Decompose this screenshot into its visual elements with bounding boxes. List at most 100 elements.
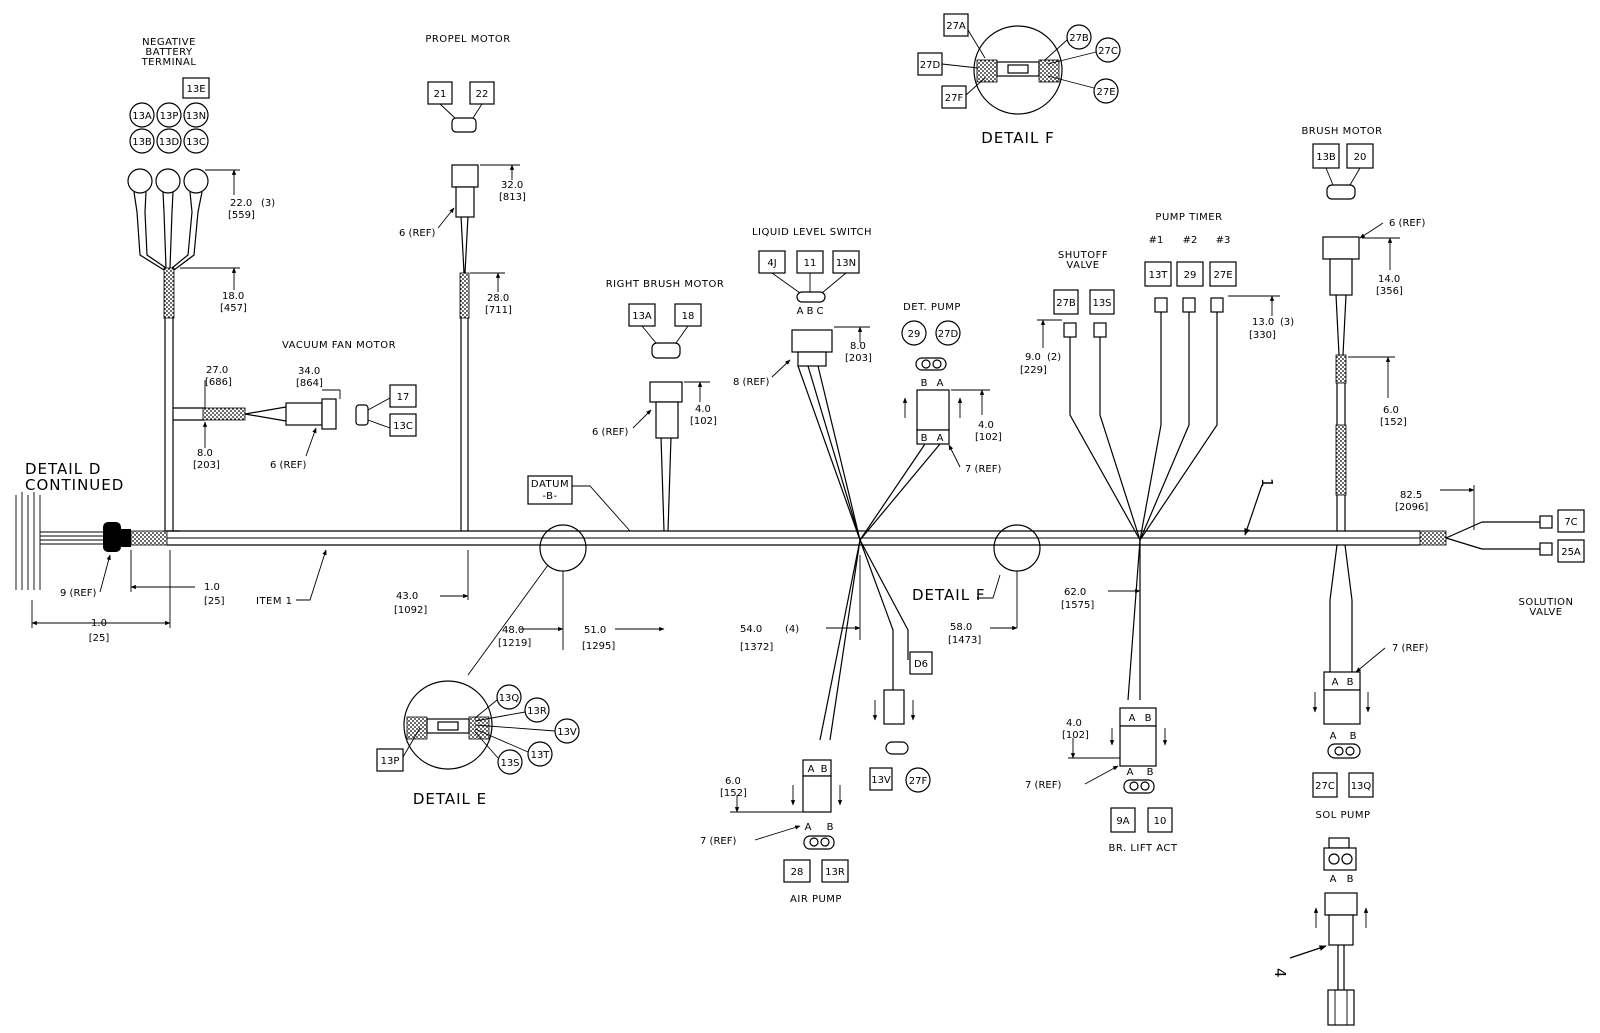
dim-62: 62.0 [1064, 587, 1086, 598]
tag-11: 11 [804, 258, 817, 269]
dim-14: 14.0 [1378, 274, 1400, 285]
timer-2-label: #2 [1183, 235, 1198, 246]
tag-13R: 13R [527, 706, 547, 717]
tag-13C: 13C [186, 137, 206, 148]
tag-13T-e: 13T [531, 750, 551, 761]
pump-timer-label: PUMP TIMER [1155, 212, 1222, 223]
detail-f-label-top: DETAIL F [981, 129, 1054, 147]
pin-b-ap: B [821, 764, 828, 775]
tag-9A: 9A [1116, 816, 1129, 827]
dim-8-mm: [203] [193, 460, 220, 471]
dim-1b: 1.0 [91, 618, 107, 629]
pointer-4-label: 4 [1271, 968, 1289, 979]
dim-1a: 1.0 [204, 582, 220, 593]
pin-a-bl: A [1129, 713, 1136, 724]
pin-a-sp3: A [1330, 874, 1337, 885]
dim-13-note: (3) [1280, 317, 1294, 328]
main-trunk [15, 492, 1585, 590]
dim-82-mm: [2096] [1395, 502, 1428, 513]
dim-22-mm: [559] [228, 210, 255, 221]
dim-28: 28.0 [487, 293, 509, 304]
pin-a-ap2: A [805, 822, 812, 833]
tag-27F: 27F [945, 93, 964, 104]
detail-e-label: DETAIL E [413, 790, 487, 808]
det-pump-label: DET. PUMP [903, 302, 961, 313]
pin-a-bl2: A [1127, 767, 1134, 778]
tag-13T: 13T [1149, 270, 1169, 281]
brush-motor-branch [1312, 143, 1374, 531]
tag-27A: 27A [946, 21, 966, 32]
sol-pump-branch [1312, 544, 1374, 1026]
dim-28-mm: [711] [485, 305, 512, 316]
pin-b-sp3: B [1347, 874, 1354, 885]
d6-connector [883, 689, 905, 725]
neg-battery-label-2: BATTERY [145, 47, 193, 58]
tag-21: 21 [434, 89, 447, 100]
neg-battery-label-1: NEGATIVE [142, 37, 196, 48]
liquid-level-switch-branch [758, 250, 861, 541]
pin-b-ll: B [807, 306, 814, 317]
dim-51: 51.0 [584, 625, 606, 636]
tag-13N: 13N [186, 111, 206, 122]
timer-1-label: #1 [1149, 235, 1164, 246]
tag-18: 18 [682, 311, 695, 322]
tag-13B-bm: 13B [1316, 152, 1336, 163]
tag-13A: 13A [132, 111, 152, 122]
dim-54-mm: [1372] [740, 642, 773, 653]
tag-4J: 4J [767, 258, 776, 269]
tag-13N-ll: 13N [836, 258, 856, 269]
datum-label-1: DATUM [531, 479, 569, 490]
dim-4-bl-mm: [102] [1062, 730, 1089, 741]
dim-6-ref-bm: 6 (REF) [1389, 218, 1425, 229]
pin-a-dp: A [937, 378, 944, 389]
tag-13P-e: 13P [381, 756, 400, 767]
dim-7-ref-bl: 7 (REF) [1025, 780, 1061, 791]
solution-valve-label-1: SOLUTION [1518, 597, 1573, 608]
tag-27D: 27D [938, 329, 959, 340]
dim-62-mm: [1575] [1061, 600, 1094, 611]
tag-7C: 7C [1564, 517, 1577, 528]
tag-27B: 27B [1056, 298, 1076, 309]
br-lift-act-label: BR. LIFT ACT [1109, 843, 1178, 854]
dim-9-note: (2) [1047, 352, 1061, 363]
dim-4-rb: 4.0 [695, 404, 711, 415]
propel-motor-label: PROPEL MOTOR [425, 34, 510, 45]
item-1-label: ITEM 1 [256, 596, 293, 607]
dim-43-mm: [1092] [394, 605, 427, 616]
dim-32: 32.0 [501, 180, 523, 191]
dim-9: 9.0 [1025, 352, 1041, 363]
dim-82: 82.5 [1400, 490, 1422, 501]
shutoff-valve-label-2: VALVE [1066, 260, 1099, 271]
tag-13Q: 13Q [499, 693, 520, 704]
tag-22: 22 [476, 89, 489, 100]
pin-a-ll: A [797, 306, 804, 317]
dim-32-mm: [813] [499, 192, 526, 203]
dim-54: 54.0 [740, 624, 762, 635]
pin-b-sp2: B [1350, 731, 1357, 742]
air-pump-label: AIR PUMP [790, 894, 842, 905]
sol-pump-label: SOL PUMP [1316, 810, 1371, 821]
solution-valve-label-2: VALVE [1529, 607, 1562, 618]
pin-a-dp2: A [937, 433, 944, 444]
dim-13: 13.0 [1252, 317, 1274, 328]
dim-6-ref-rb: 6 (REF) [592, 427, 628, 438]
timer-3-label: #3 [1216, 235, 1231, 246]
tag-10: 10 [1154, 816, 1167, 827]
dim-8-ll-mm: [203] [845, 353, 872, 364]
tag-13V: 13V [557, 727, 577, 738]
dim-22-note: (3) [261, 198, 275, 209]
dim-8-ll: 8.0 [850, 341, 866, 352]
tag-13S: 13S [1092, 298, 1111, 309]
negative-battery-terminal [127, 77, 210, 532]
brush-motor-label: BRUSH MOTOR [1301, 126, 1382, 137]
dim-8: 8.0 [197, 448, 213, 459]
pin-letters: A B C B A B A A B A B A B A B A B A B A … [797, 306, 1357, 885]
dim-9-ref: 9 (REF) [60, 588, 96, 599]
dim-58: 58.0 [950, 622, 972, 633]
right-brush-motor-branch [628, 303, 702, 532]
dim-9-mm: [229] [1020, 365, 1047, 376]
dim-54-note: (4) [785, 624, 799, 635]
pin-c-ll: C [817, 306, 824, 317]
tag-29: 29 [908, 329, 921, 340]
neg-battery-label-3: TERMINAL [141, 57, 197, 68]
